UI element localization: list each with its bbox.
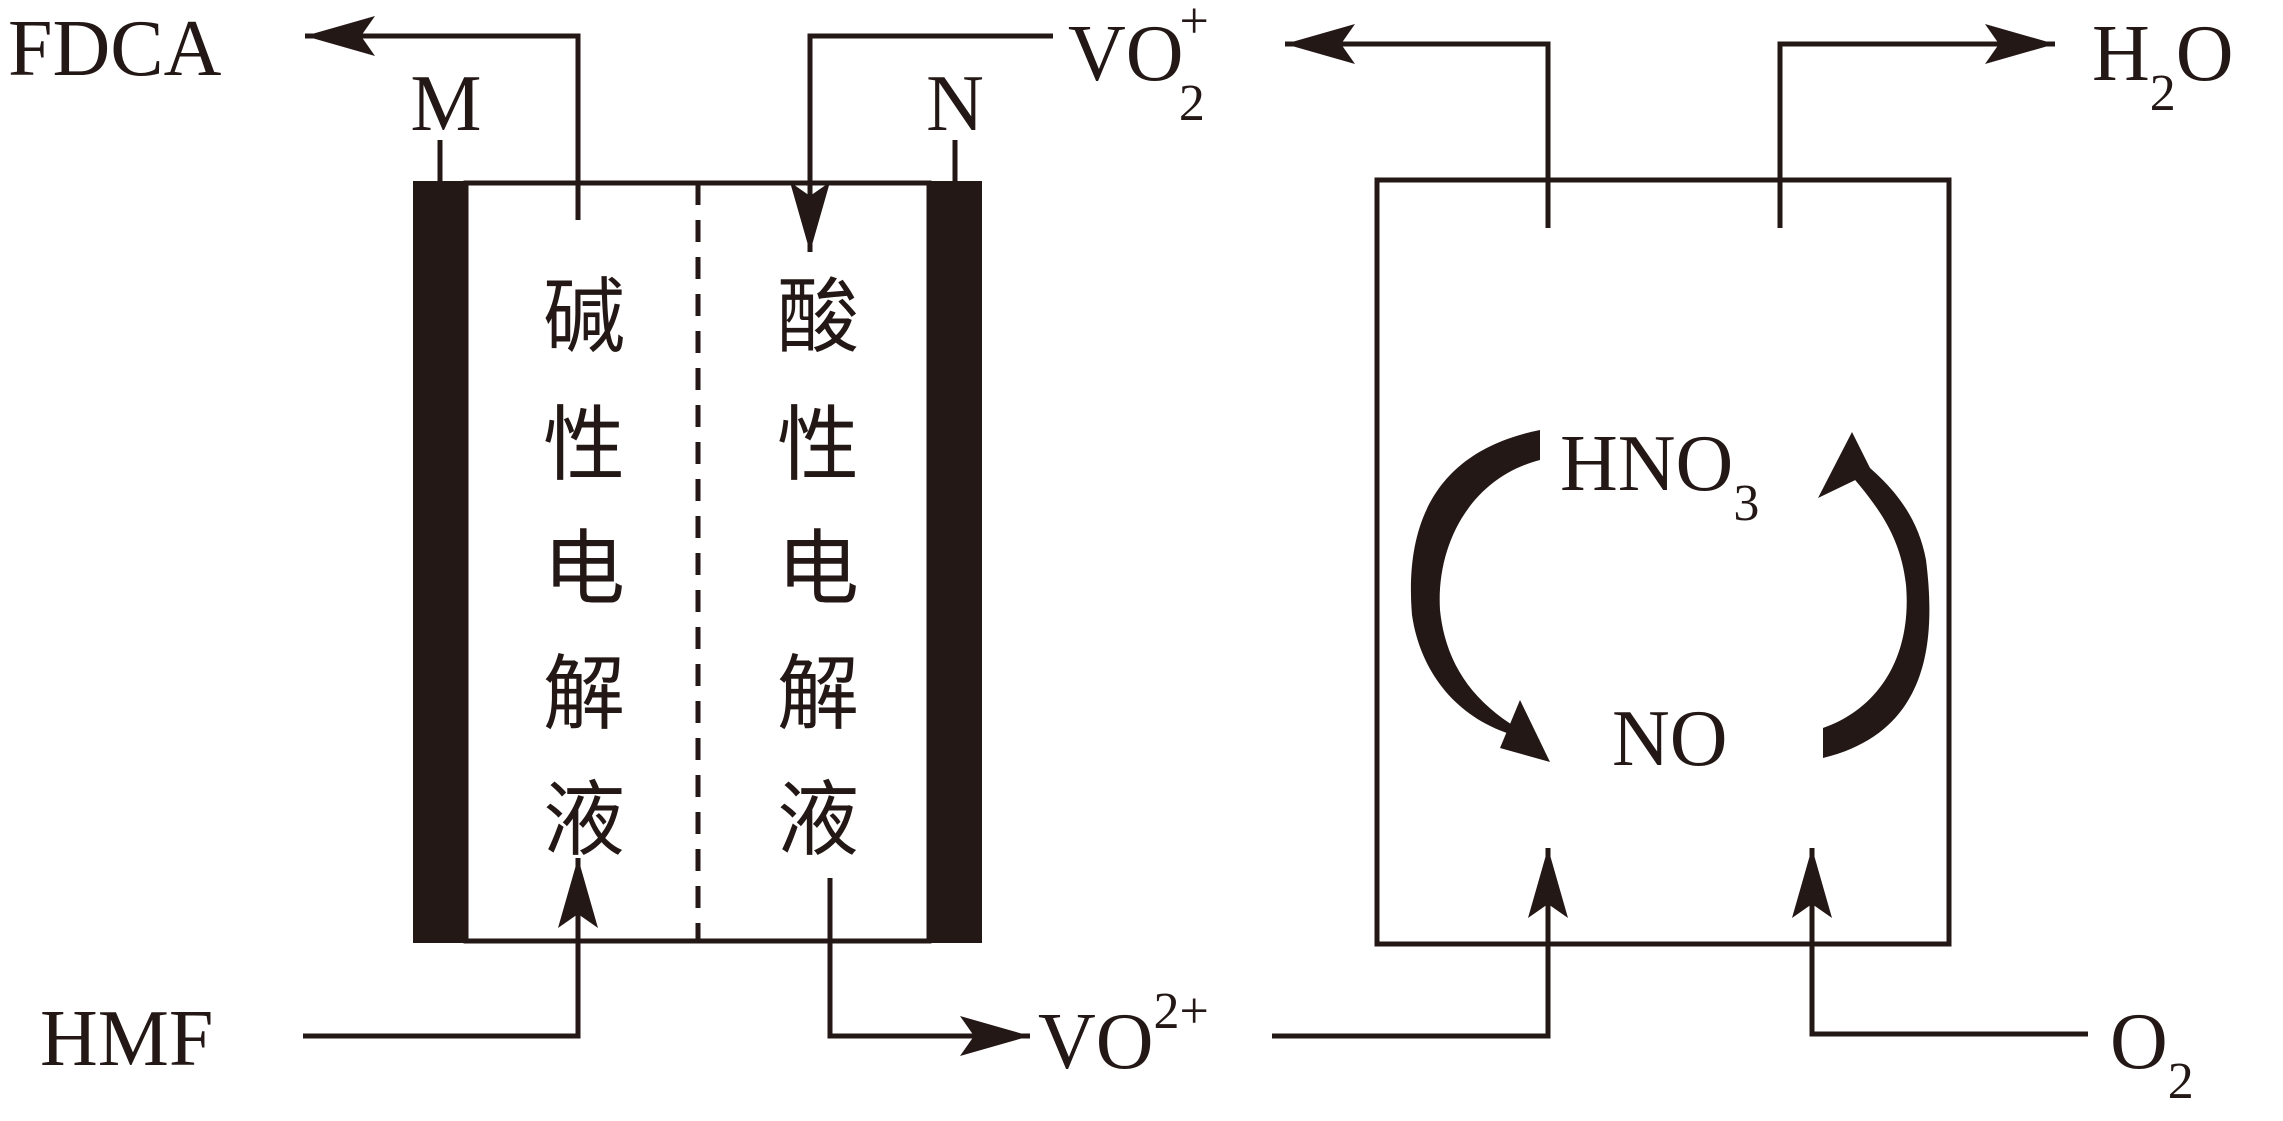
no-label: NO — [1612, 695, 1728, 783]
oxidation-arrowhead — [1818, 432, 1872, 498]
left-electrolyte-char: 性 — [543, 398, 625, 493]
electrode-n — [929, 181, 982, 943]
right-electrolyte-char: 解 — [777, 647, 859, 742]
vo2-plus-out-arrow — [1285, 23, 1551, 228]
acidic-electrolyte-label: 酸 性 电 解 液 — [777, 270, 859, 868]
vo2-plus-label: VO+2 — [1068, 0, 1209, 132]
vo2-plus-in-arrow — [790, 33, 1053, 252]
fdca-flow-arrow — [305, 15, 581, 220]
vo2plus-out-arrow — [827, 878, 1030, 1056]
electrode-n-label: N — [926, 60, 984, 148]
hmf-label: HMF — [40, 995, 213, 1083]
h2o-label: H2O — [2092, 10, 2234, 122]
vo2plus-label: VO2+ — [1038, 983, 1209, 1086]
oxidation-cycle-arrow — [1823, 452, 1930, 758]
right-electrolyte-char: 酸 — [777, 270, 859, 365]
left-electrolyte-char: 碱 — [543, 270, 625, 365]
fdca-label: FDCA — [8, 5, 222, 93]
regeneration-reactor — [1374, 177, 1952, 947]
left-electrolyte-char: 电 — [543, 522, 625, 617]
left-electrolyte-char: 液 — [543, 773, 625, 868]
electrode-m-label: M — [410, 60, 481, 148]
electrode-m — [413, 181, 466, 943]
right-electrolyte-char: 性 — [777, 398, 859, 493]
right-electrolyte-char: 液 — [777, 773, 859, 868]
right-electrolyte-char: 电 — [777, 522, 859, 617]
o2-label: O2 — [2110, 998, 2194, 1110]
reduction-cycle-arrow — [1410, 430, 1540, 740]
h2o-out-arrow — [1777, 24, 2055, 228]
hno3-label: HNO3 — [1560, 420, 1759, 532]
hmf-flow-arrow — [303, 858, 598, 1039]
reduction-arrowhead — [1500, 700, 1550, 762]
alkaline-electrolyte-label: 碱 性 电 解 液 — [543, 270, 625, 868]
vo2plus-in-arrow — [1272, 848, 1568, 1039]
left-electrolyte-char: 解 — [543, 647, 625, 742]
o2-in-arrow — [1792, 848, 2088, 1037]
